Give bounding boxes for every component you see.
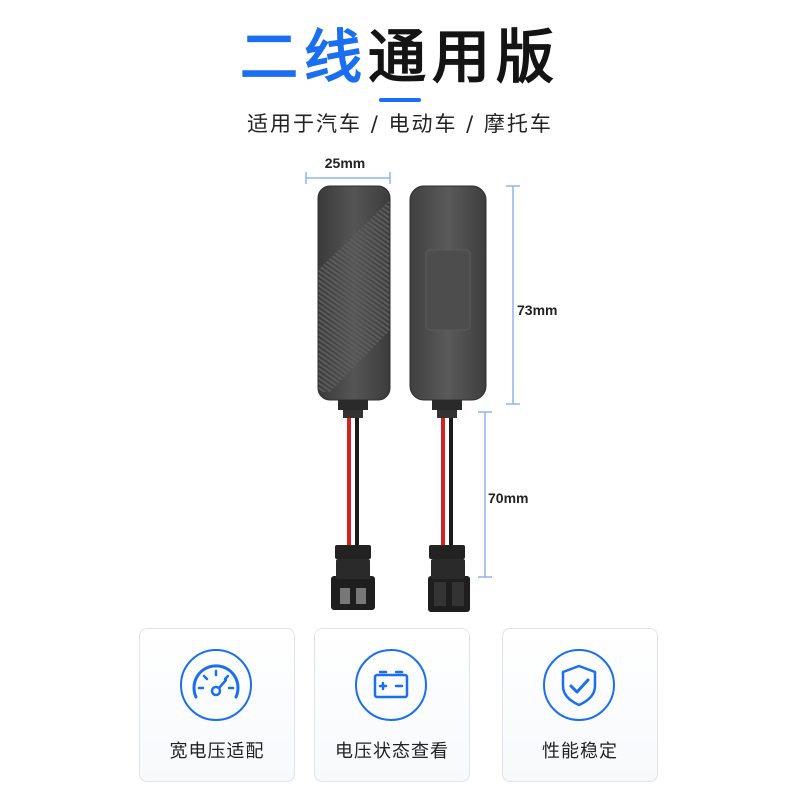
page-subtitle: 适用于汽车 / 电动车 / 摩托车 — [247, 112, 553, 136]
width-label: 25mm — [325, 155, 365, 171]
feature-card-voltage-status: 电压状态查看 — [314, 628, 470, 782]
feature-label-wide-voltage: 宽电压适配 — [169, 741, 265, 762]
body-length-label: 73mm — [517, 302, 557, 318]
cable-length-label: 70mm — [488, 490, 528, 506]
page-title: 二线通用版 — [0, 22, 800, 92]
width-dimension: 25mm — [305, 155, 391, 184]
title-highlight: 二线 — [239, 23, 368, 91]
feature-card-wide-voltage: 宽电压适配 — [139, 628, 295, 782]
device-front — [317, 185, 391, 610]
product-illustration: 25mm 73mm — [305, 155, 557, 612]
feature-label-stable-performance: 性能稳定 — [542, 741, 618, 762]
cable-length-dimension: 70mm — [478, 411, 528, 578]
title-main: 通用版 — [368, 23, 561, 91]
title-underline — [379, 98, 421, 102]
battery-icon — [355, 649, 427, 721]
feature-card-stable-performance: 性能稳定 — [502, 628, 658, 782]
body-length-dimension: 73mm — [506, 185, 557, 405]
speedometer-icon — [180, 649, 252, 721]
feature-label-voltage-status: 电压状态查看 — [335, 741, 449, 762]
device-back — [409, 185, 487, 612]
feature-cards: 宽电压适配 电压状态查看 性能稳定 — [0, 628, 800, 788]
shield-check-icon — [543, 649, 615, 721]
